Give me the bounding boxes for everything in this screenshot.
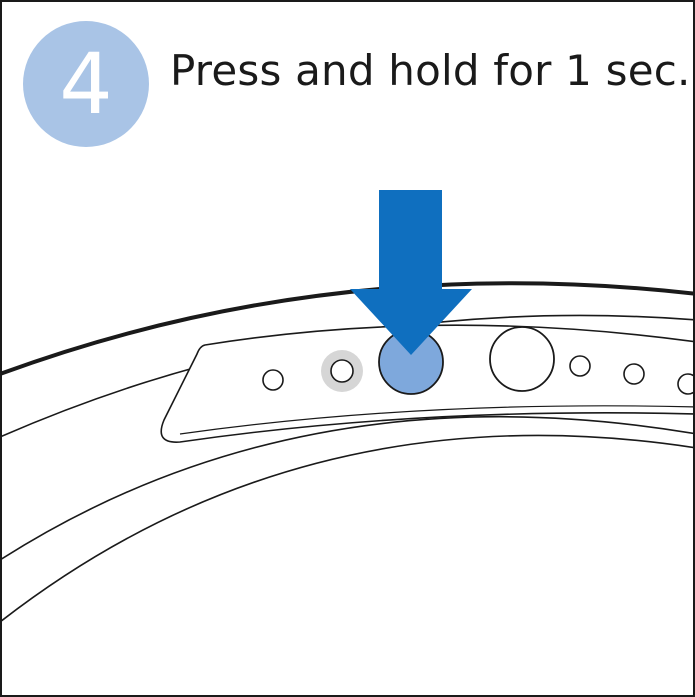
step-number-badge: 4 <box>23 21 149 147</box>
indicator-light-3 <box>569 355 591 377</box>
step-number: 4 <box>59 35 113 133</box>
indicator-light-1 <box>262 369 284 391</box>
indicator-light-4 <box>623 363 645 385</box>
indicator-light-2 <box>330 359 354 383</box>
arrow-down-icon <box>350 190 472 355</box>
instruction-text: Press and hold for 1 sec. <box>170 46 691 95</box>
device-outer-rim <box>2 281 693 376</box>
device-rim-line-3 <box>2 434 693 622</box>
control-panel-inner-edge <box>179 405 693 435</box>
device-rim-line-2 <box>2 415 693 560</box>
large-button[interactable] <box>489 326 555 392</box>
indicator-light-5 <box>677 373 693 395</box>
